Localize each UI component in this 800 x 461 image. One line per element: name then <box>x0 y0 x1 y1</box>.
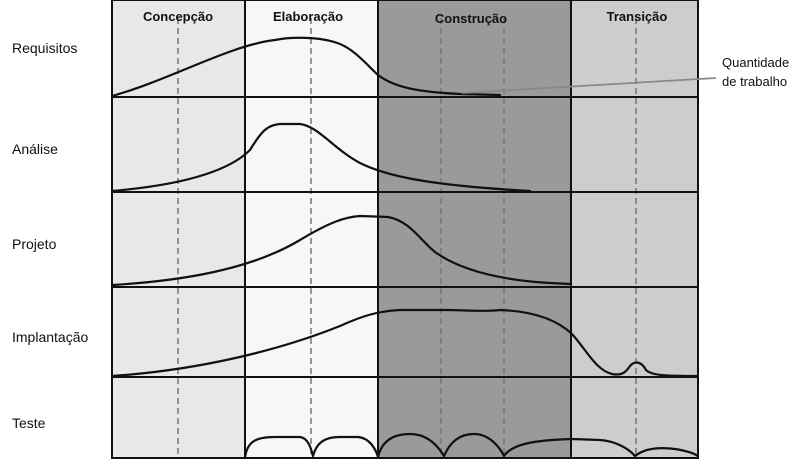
curve-implantacao <box>110 308 700 378</box>
phase-label-transicao: Transição <box>607 9 668 24</box>
callout-text-line2: de trabalho <box>722 74 787 89</box>
discipline-label-teste: Teste <box>12 415 46 431</box>
callout-pointer-line <box>461 77 717 94</box>
curve-teste <box>243 432 700 460</box>
phase-label-elaboracao: Elaboração <box>273 9 343 24</box>
workload-curves <box>110 36 700 460</box>
phase-bg-transicao <box>571 0 698 458</box>
grid-frame <box>111 0 699 459</box>
discipline-label-implantacao: Implantação <box>12 329 88 345</box>
curve-analise <box>110 122 532 193</box>
callout-text-line1: Quantidade <box>722 55 789 70</box>
discipline-label-requisitos: Requisitos <box>12 40 77 56</box>
phase-label-construcao: Construção <box>435 11 507 26</box>
curve-projeto <box>110 214 573 287</box>
discipline-label-projeto: Projeto <box>12 236 57 252</box>
curve-requisitos <box>110 36 502 98</box>
grid-outline <box>111 0 699 459</box>
discipline-label-analise: Análise <box>12 141 58 157</box>
phase-label-concepcao: Concepção <box>143 9 213 24</box>
phase-bg-construcao <box>378 0 571 458</box>
